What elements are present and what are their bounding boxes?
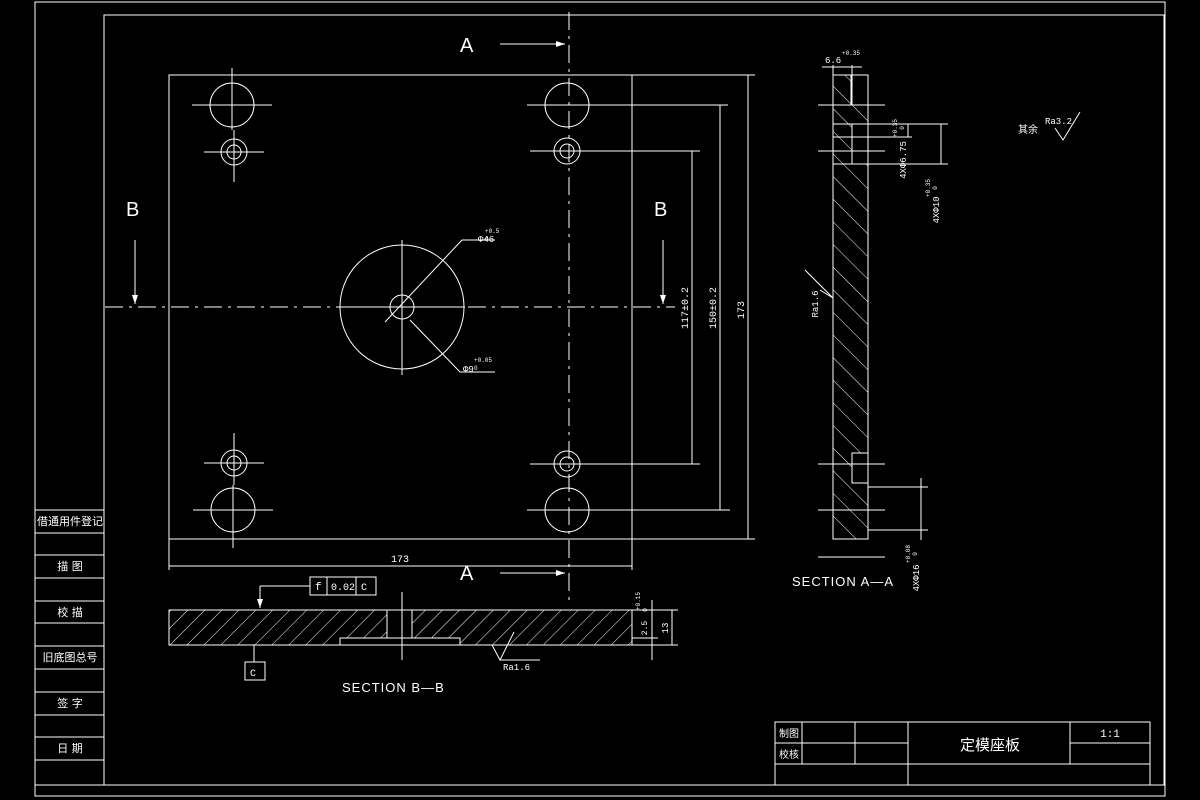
dim-center-big-tol-low: 0 — [485, 236, 489, 243]
dim-hole-16-low: 0 — [912, 552, 919, 556]
tol-frame-datum: C — [361, 583, 367, 594]
general-roughness — [1054, 111, 1081, 141]
title-block — [774, 721, 1151, 786]
section-b-right-label: B — [654, 199, 667, 221]
dim-height-173: 173 — [737, 301, 748, 319]
section-a-bottom-label: A — [460, 563, 474, 585]
outer-border — [34, 1, 1166, 797]
hole-top-right — [527, 82, 700, 165]
tol-frame-symbol: f — [315, 582, 322, 594]
section-bb-title: SECTION B—B — [342, 680, 445, 695]
dim-thickness-tol: +0.35 — [842, 50, 860, 57]
inner-border — [103, 14, 1165, 786]
roughness-general-prefix: 其余 — [1018, 123, 1038, 136]
section-arrows-b — [132, 240, 666, 304]
dim-hole-10-low: 0 — [932, 186, 939, 190]
title-checked-label: 校核 — [779, 748, 799, 761]
dim-bb-25-tol: +0.15 — [635, 592, 642, 610]
dim-center-small-tol-low: 0 — [474, 365, 478, 372]
roughness-general: Ra3.2 — [1045, 117, 1072, 127]
title-drawn-label: 制图 — [779, 727, 799, 740]
left-block-label-1: 借通用件登记 — [37, 514, 103, 528]
plan-dimension-lines — [168, 74, 755, 570]
left-block-label-6: 日 期 — [57, 742, 83, 755]
dim-hole-675-low: 0 — [899, 126, 906, 130]
dim-thickness: 6.6 — [825, 56, 841, 66]
dim-117: 117±0.2 — [681, 287, 692, 329]
dim-150: 150±0.2 — [709, 287, 720, 329]
hole-bottom-left — [193, 433, 273, 548]
center-hole — [339, 239, 495, 373]
plan-view — [105, 12, 675, 605]
roughness-bb: Ra1.6 — [503, 663, 530, 673]
section-bb-view — [168, 576, 678, 681]
left-block-label-2: 描 图 — [57, 559, 83, 573]
title-part-name: 定模座板 — [960, 736, 1020, 754]
left-block-label-5: 签 字 — [57, 696, 83, 710]
dim-bb-25-low: 0 — [642, 608, 649, 612]
dim-hole-16: 4XΦ16 — [912, 564, 922, 591]
dim-bb-25: 2.5 — [641, 621, 650, 636]
roughness-aa: Ra1.6 — [811, 290, 821, 317]
hole-bottom-right — [527, 450, 730, 533]
dim-hole-675-tol: +0.35 — [892, 119, 899, 137]
dim-center-big: Φ46 — [478, 235, 494, 245]
tol-frame-value: 0.02 — [331, 583, 355, 594]
dim-hole-675: 4XΦ6.75 — [899, 141, 909, 179]
dim-bb-13: 13 — [661, 623, 671, 634]
hole-top-left — [192, 68, 272, 182]
datum-label: C — [250, 669, 256, 680]
dim-center-big-tol: +0.5 — [485, 228, 500, 235]
section-b-left-label: B — [126, 199, 139, 221]
left-side-block — [34, 509, 105, 786]
left-block-label-4: 旧底图总号 — [43, 650, 98, 664]
dim-center-small: Φ9 — [463, 365, 474, 375]
dim-width-173: 173 — [391, 555, 409, 566]
dim-hole-10-tol: +0.35 — [925, 179, 932, 197]
dim-hole-16-tol: +0.08 — [905, 545, 912, 563]
dim-center-small-tol: +0.05 — [474, 357, 492, 364]
left-block-label-3: 校 描 — [57, 605, 83, 619]
section-aa-view — [804, 65, 948, 558]
section-aa-title: SECTION A—A — [792, 574, 894, 589]
section-a-top-label: A — [460, 35, 474, 57]
dim-hole-10: 4XΦ10 — [932, 196, 942, 223]
title-scale: 1:1 — [1100, 729, 1120, 741]
section-arrows-a — [500, 41, 565, 576]
